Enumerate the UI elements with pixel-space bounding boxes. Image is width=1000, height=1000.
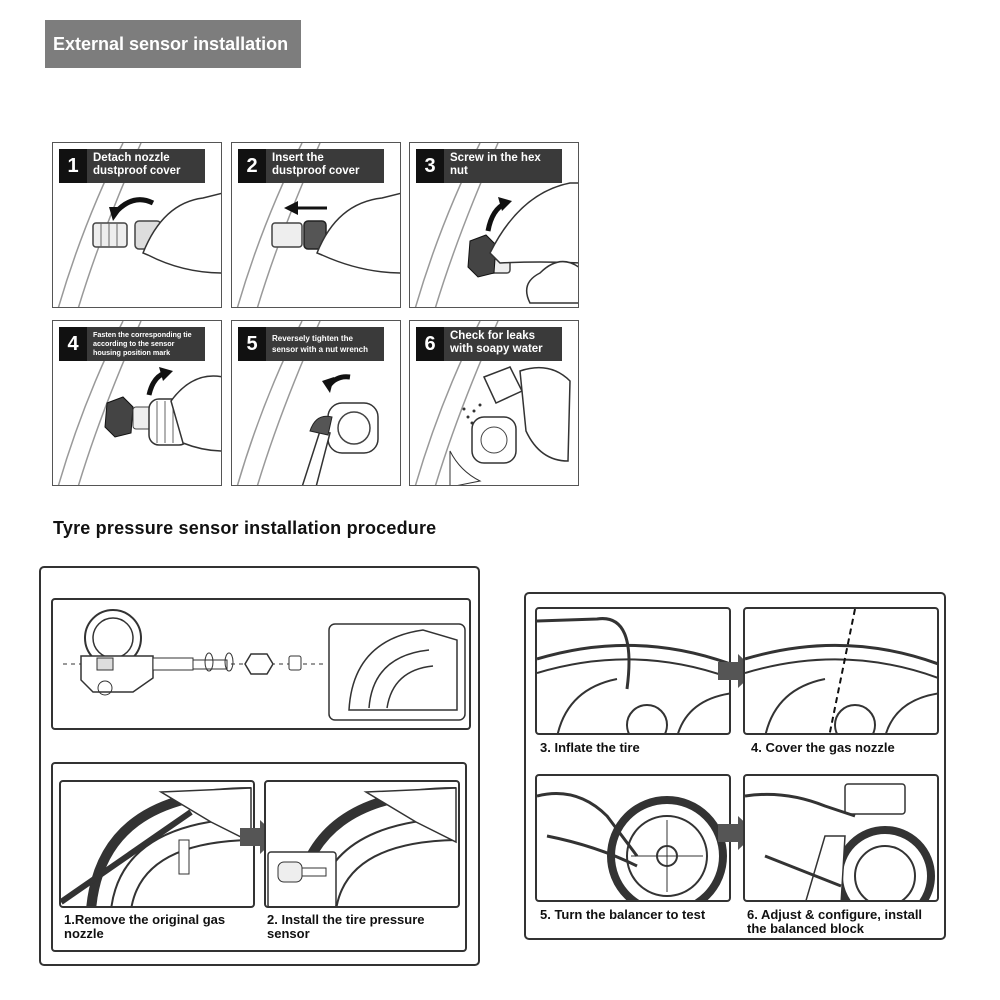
- sensor-parts-illustration: [63, 609, 466, 721]
- step-1-panel: 1 Detach nozzle dustproof cover: [52, 142, 222, 308]
- cover-nozzle-illustration: [745, 609, 937, 733]
- balancer-test-illustration: [537, 792, 727, 900]
- step-4-panel: 4 Fasten the corresponding tie according…: [52, 320, 222, 486]
- step-6-number: 6: [416, 327, 444, 361]
- step-2-number: 2: [238, 149, 266, 183]
- remove-nozzle-panel: [59, 780, 255, 908]
- step-5-number: 5: [238, 327, 266, 361]
- step-3-illustration: [414, 143, 578, 307]
- step-3-tag: 3 Screw in the hex nut: [416, 149, 562, 183]
- step-6-label: Check for leaks with soapy water: [450, 330, 543, 355]
- step-5-label: Reversely tighten the sensor with a nut …: [272, 334, 369, 354]
- procedure-title: Tyre pressure sensor installation proced…: [53, 518, 437, 538]
- caption-step-2: 2. Install the tire pressure sensor: [267, 912, 425, 941]
- inflate-tire-panel: [535, 607, 731, 735]
- step-3-label: Screw in the hex nut: [450, 152, 541, 177]
- step-6-tag: 6 Check for leaks with soapy water: [416, 327, 562, 361]
- step-3-panel: 3 Screw in the hex nut: [409, 142, 579, 308]
- step-1-tag: 1 Detach nozzle dustproof cover: [59, 149, 205, 183]
- balancer-test-panel: [535, 774, 731, 902]
- step-5-illustration: [236, 321, 379, 485]
- step-4-label: Fasten the corresponding tie according t…: [93, 330, 192, 357]
- remove-nozzle-illustration: [61, 787, 252, 906]
- step-3-number: 3: [416, 149, 444, 183]
- step-1-number: 1: [59, 149, 87, 183]
- inflate-tire-illustration: [537, 617, 729, 733]
- step-4-illustration: [57, 321, 221, 485]
- step-6-panel: 6 Check for leaks with soapy water: [409, 320, 579, 486]
- step-2-illustration: [236, 143, 400, 307]
- balanced-block-illustration: [745, 783, 935, 900]
- caption-step-6: 6. Adjust & configure, install the balan…: [747, 907, 923, 936]
- sensor-parts-panel: [51, 598, 471, 730]
- step-4-number: 4: [59, 327, 87, 361]
- caption-step-1: 1.Remove the original gas nozzle: [64, 912, 226, 941]
- step-4-tag: 4 Fasten the corresponding tie according…: [59, 327, 205, 361]
- cover-nozzle-panel: [743, 607, 939, 735]
- section-title-banner: External sensor installation: [45, 20, 301, 68]
- step-2-panel: 2 Insert the dustproof cover: [231, 142, 401, 308]
- step-2-label: Insert the dustproof cover: [272, 152, 360, 177]
- install-sensor-illustration: [267, 787, 457, 906]
- step-5-panel: 5 Reversely tighten the sensor with a nu…: [231, 320, 401, 486]
- step-1-illustration: [57, 143, 221, 307]
- balanced-block-panel: [743, 774, 939, 902]
- install-sensor-panel: [264, 780, 460, 908]
- caption-step-3: 3. Inflate the tire: [540, 740, 640, 755]
- step-6-illustration: [414, 321, 571, 485]
- step-1-label: Detach nozzle dustproof cover: [93, 152, 181, 177]
- step-5-tag: 5 Reversely tighten the sensor with a nu…: [238, 327, 384, 361]
- step-2-tag: 2 Insert the dustproof cover: [238, 149, 384, 183]
- caption-step-4: 4. Cover the gas nozzle: [751, 740, 895, 755]
- caption-step-5: 5. Turn the balancer to test: [540, 907, 706, 922]
